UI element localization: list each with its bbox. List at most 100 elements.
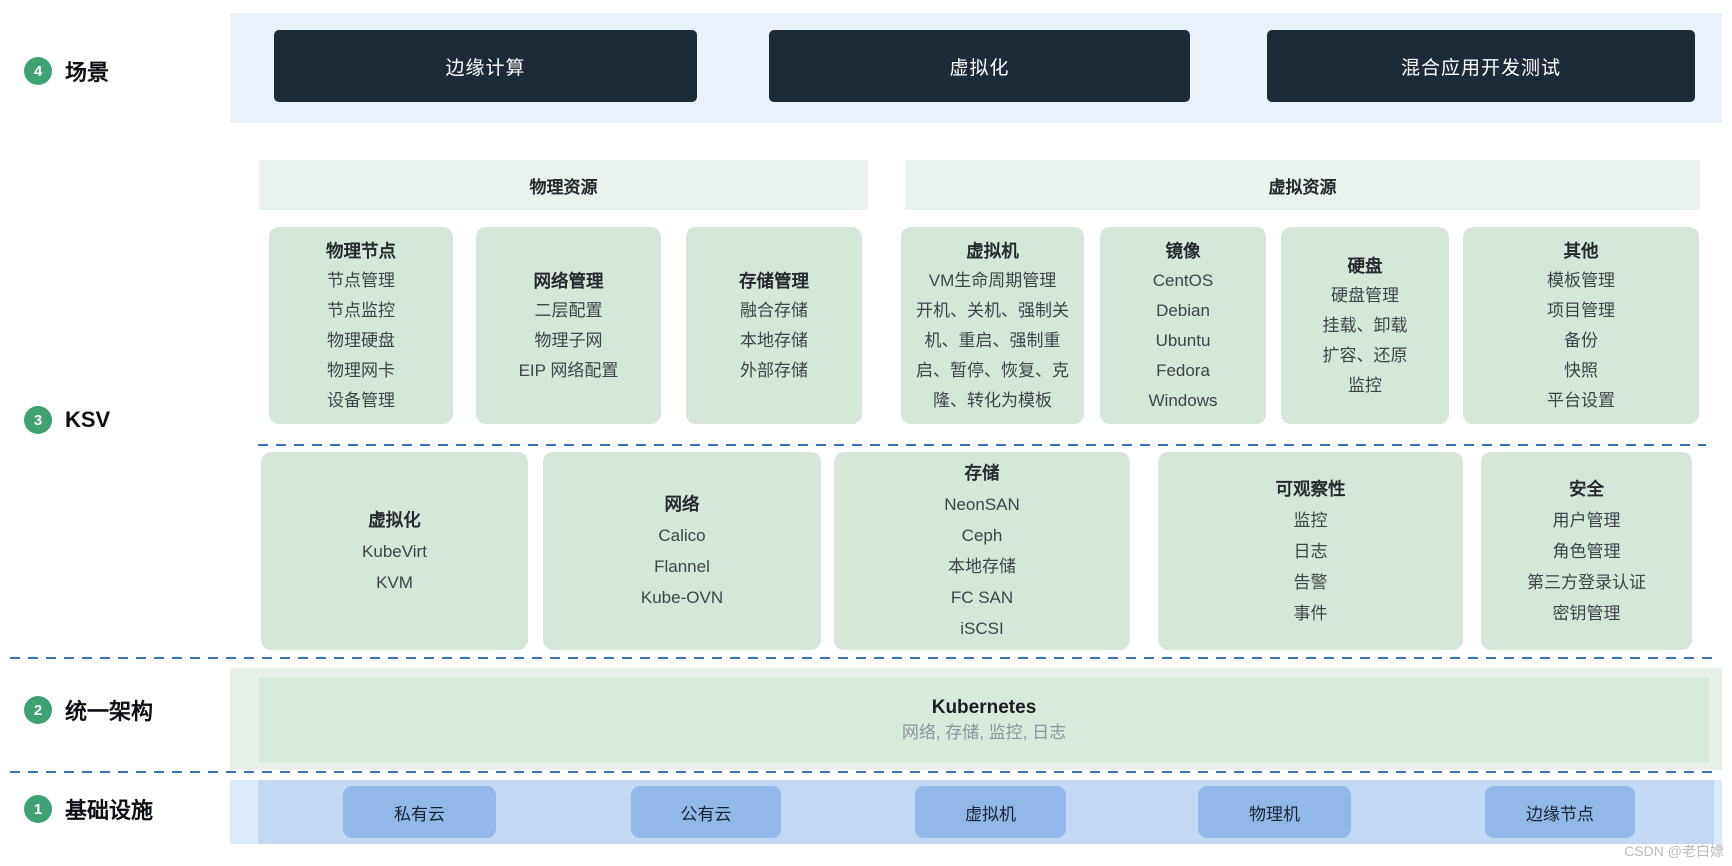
card-item: Flannel: [654, 557, 710, 576]
card-item: 事件: [1293, 603, 1328, 623]
infra-pill-edge-node: 边缘节点: [1485, 786, 1635, 838]
card-item: iSCSI: [960, 619, 1004, 638]
card-item: FC SAN: [950, 588, 1014, 607]
card-item: 模板管理: [1547, 270, 1615, 290]
card-item: 二层配置: [534, 300, 603, 320]
card-items: 用户管理角色管理第三方登录认证密钥管理: [1519, 505, 1654, 629]
card-title: 可观察性: [1275, 478, 1346, 499]
card-item: Ceph: [961, 526, 1003, 545]
card-items: 模板管理项目管理备份快照平台设置: [1539, 266, 1623, 416]
card-item: EIP 网络配置: [518, 360, 619, 380]
card-item: 开机、关机、强制关机、重启、强制重启、暂停、恢复、克隆、转化为模板: [916, 300, 1069, 410]
side-label-text: KSV: [65, 407, 111, 432]
card-title: 硬盘: [1347, 255, 1383, 276]
dashed-divider: [10, 657, 1716, 659]
number-badge: 3: [24, 406, 52, 434]
card-items: VM生命周期管理开机、关机、强制关机、重启、强制重启、暂停、恢复、克隆、转化为模…: [901, 266, 1084, 416]
card-title: 虚拟化: [368, 509, 421, 530]
card-item: 节点管理: [327, 270, 395, 290]
card-items: 二层配置物理子网 EIP 网络配置: [511, 296, 627, 386]
csdn-watermark: CSDN @老白嫖: [1624, 843, 1724, 859]
card-item: 设备管理: [327, 390, 395, 410]
card-items: 节点管理节点监控物理硬盘物理网卡设备管理: [319, 266, 403, 416]
card-disk: 硬盘 硬盘管理挂载、卸载扩容、还原监控: [1281, 227, 1449, 424]
card-item: 外部存储: [740, 360, 808, 380]
card-item: Fedora: [1156, 360, 1210, 380]
card-storage: 存储 NeonSAN Ceph 本地存储 FC SAN iSCSI: [834, 452, 1130, 650]
card-title: 存储管理: [739, 270, 809, 291]
card-item: Windows: [1148, 390, 1218, 410]
card-title: 其他: [1563, 240, 1599, 261]
card-item: Calico: [658, 526, 706, 545]
card-storage-mgmt: 存储管理 融合存储本地存储外部存储: [686, 227, 862, 424]
dashed-divider: [10, 771, 1716, 773]
header-physical-resources: 物理资源: [259, 160, 868, 210]
card-item: Ubuntu: [1155, 330, 1211, 350]
card-item: Kube-OVN: [640, 588, 724, 607]
card-item: 第三方登录认证: [1527, 572, 1646, 592]
card-physical-node: 物理节点 节点管理节点监控物理硬盘物理网卡设备管理: [269, 227, 453, 424]
scenario-chip-virtualization: 虚拟化: [769, 30, 1190, 102]
infra-pill-virtual-machine: 虚拟机: [915, 786, 1066, 838]
infra-pill-public-cloud: 公有云: [631, 786, 781, 838]
scenario-chip-hybrid-dev-test: 混合应用开发测试: [1267, 30, 1695, 102]
card-item: 日志: [1293, 541, 1328, 561]
card-item: KubeVirt: [362, 541, 427, 561]
card-item: 本地存储: [947, 557, 1016, 576]
scenario-chip-edge-computing: 边缘计算: [274, 30, 697, 102]
card-item: 物理网卡: [327, 360, 395, 380]
side-label-scenario: 4 场景: [24, 55, 109, 87]
card-items: 融合存储本地存储外部存储: [732, 296, 816, 386]
card-item: KVM: [376, 572, 413, 592]
card-title: 镜像: [1165, 240, 1201, 261]
card-item: 用户管理: [1552, 510, 1621, 530]
card-item: 挂载、卸载: [1322, 315, 1408, 335]
side-label-text: 基础设施: [65, 798, 154, 823]
card-title: 网络: [664, 494, 700, 514]
card-items: NeonSAN Ceph 本地存储 FC SAN iSCSI: [936, 489, 1028, 644]
card-items: 监控日志告警事件: [1286, 505, 1336, 629]
card-item: Debian: [1156, 300, 1210, 320]
card-item: 硬盘管理: [1331, 285, 1399, 305]
card-item: 本地存储: [740, 330, 808, 350]
card-virtual-machine: 虚拟机 VM生命周期管理开机、关机、强制关机、重启、强制重启、暂停、恢复、克隆、…: [901, 227, 1084, 424]
card-item: 快照: [1564, 360, 1598, 380]
kubernetes-box: Kubernetes 网络, 存储, 监控, 日志: [259, 678, 1709, 762]
card-security: 安全 用户管理角色管理第三方登录认证密钥管理: [1481, 452, 1692, 650]
card-items: 硬盘管理挂载、卸载扩容、还原监控: [1315, 281, 1416, 401]
card-title: 存储: [964, 463, 1000, 483]
kubernetes-title: Kubernetes: [931, 697, 1037, 718]
number-badge: 4: [24, 57, 52, 85]
kubernetes-subtitle: 网络, 存储, 监控, 日志: [901, 723, 1067, 742]
card-item: 项目管理: [1547, 300, 1615, 320]
header-virtual-resources: 虚拟资源: [905, 160, 1700, 210]
card-item: NeonSAN: [944, 495, 1020, 514]
side-label-unified-arch: 2 统一架构: [24, 694, 153, 726]
infra-pill-private-cloud: 私有云: [343, 786, 496, 838]
dashed-divider: [258, 444, 1706, 446]
card-others: 其他 模板管理项目管理备份快照平台设置: [1463, 227, 1699, 424]
card-item: 融合存储: [740, 300, 808, 320]
card-item: 监控: [1348, 375, 1382, 395]
card-network-mgmt: 网络管理 二层配置物理子网 EIP 网络配置: [476, 227, 661, 424]
card-item: 监控: [1293, 510, 1328, 530]
card-title: 网络管理: [533, 270, 604, 291]
card-title: 物理节点: [326, 240, 396, 261]
card-item: 备份: [1564, 330, 1598, 350]
card-title: 安全: [1569, 478, 1604, 499]
card-item: 扩容、还原: [1322, 345, 1408, 365]
card-item: 角色管理: [1552, 541, 1621, 561]
card-item: 平台设置: [1547, 390, 1615, 410]
card-item: 告警: [1293, 572, 1328, 592]
side-label-infrastructure: 1 基础设施: [24, 793, 153, 825]
side-label-text: 场景: [65, 60, 110, 85]
card-item: CentOS: [1152, 270, 1214, 290]
card-item: 物理子网: [534, 330, 603, 350]
card-item: 密钥管理: [1552, 603, 1621, 623]
